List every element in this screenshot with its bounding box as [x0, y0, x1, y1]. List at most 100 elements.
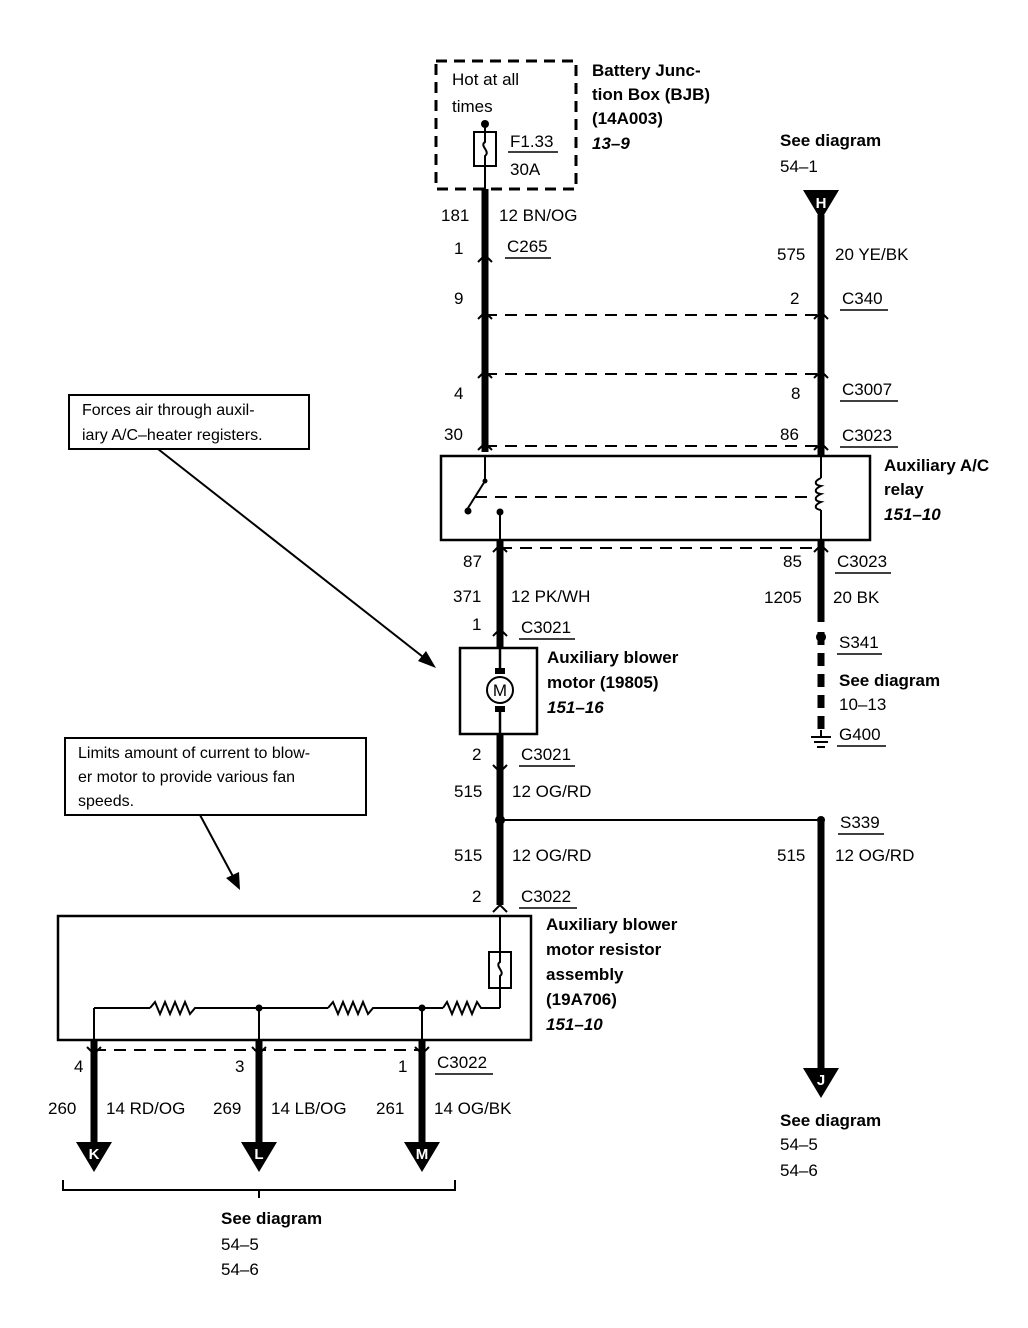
circuit-515-a: 515	[454, 782, 482, 801]
motor-symbol: M	[493, 681, 507, 700]
see-diagram-j: See diagram	[780, 1111, 881, 1130]
bjb-title-3: (14A003)	[592, 109, 663, 128]
s341-ref: 10–13	[839, 695, 886, 714]
resistor-title-4: (19A706)	[546, 990, 617, 1009]
connector-c3023-bottom: 87 85 C3023	[463, 543, 891, 574]
resistor-icon-3	[442, 999, 485, 1017]
connector-arrow-j: J	[803, 1068, 839, 1098]
ground-icon	[811, 730, 831, 748]
c3023-top-right-pin: 86	[780, 425, 799, 444]
c3021-bot-pin: 2	[472, 745, 481, 764]
see-diagram-bottom: See diagram	[221, 1209, 322, 1228]
connector-c3007: 4 8 C3007	[454, 369, 898, 403]
see-diagram-top-right-ref: 54–1	[780, 157, 818, 176]
fuse-rating: 30A	[510, 160, 541, 179]
c3021-bot-name: C3021	[521, 745, 571, 764]
relay-title-2: relay	[884, 480, 924, 499]
circuit-261: 261	[376, 1099, 404, 1118]
callout-forces-line2: iary A/C–heater registers.	[82, 427, 263, 444]
connector-c3022-top: 2 C3022	[472, 887, 577, 913]
c3007-name: C3007	[842, 380, 892, 399]
connector-c340: 9 2 C340	[454, 289, 888, 320]
circuit-515-c: 515	[777, 846, 805, 865]
bjb-times-label: times	[452, 97, 493, 116]
resistor-title-3: assembly	[546, 965, 624, 984]
bottom-wire-m: M	[404, 1040, 440, 1172]
resistor-ref: 151–10	[546, 1015, 603, 1034]
connector-c265: 1 C265	[454, 237, 551, 263]
s341-see-diagram: See diagram	[839, 671, 940, 690]
circuit-181: 181	[441, 206, 469, 225]
c3007-right-pin: 8	[791, 384, 800, 403]
callout-limits-line3: speeds.	[78, 793, 134, 810]
resistor-title-1: Auxiliary blower	[546, 915, 678, 934]
c3022-top-pin: 2	[472, 887, 481, 906]
bjb-title-2: tion Box (BJB)	[592, 85, 710, 104]
c3022-pin-1: 1	[398, 1057, 407, 1076]
splice-s339-branch	[500, 816, 825, 1072]
fuse-id: F1.33	[510, 132, 553, 151]
c340-right-pin: 2	[790, 289, 799, 308]
arrow-l-letter: L	[254, 1146, 263, 1163]
arrow-m-letter: M	[416, 1146, 429, 1163]
aux-ac-relay	[439, 454, 872, 542]
splice-s341: S341	[839, 633, 879, 652]
c3022-bot-name: C3022	[437, 1053, 487, 1072]
motor-title-2: motor (19805)	[547, 673, 658, 692]
c3021-top-pin: 1	[472, 615, 481, 634]
wire-color-515-a: 12 OG/RD	[512, 782, 591, 801]
circuit-371: 371	[453, 587, 481, 606]
arrow-k-letter: K	[89, 1146, 100, 1163]
see-diagram-bottom-ref1: 54–5	[221, 1235, 259, 1254]
arrow-h-letter: H	[816, 195, 827, 212]
c3021-top-name: C3021	[521, 618, 571, 637]
c340-left-pin: 9	[454, 289, 463, 308]
wire-color-515-c: 12 OG/RD	[835, 846, 914, 865]
bottom-bracket	[62, 1180, 456, 1198]
c3022-top-name: C3022	[521, 887, 571, 906]
relay-ref: 151–10	[884, 505, 941, 524]
wire-color-261: 14 OG/BK	[434, 1099, 512, 1118]
connector-arrow-h: H	[803, 190, 839, 220]
see-diagram-top-right: See diagram	[780, 131, 881, 150]
c3007-left-pin: 4	[454, 384, 463, 403]
arrow-j-letter: J	[817, 1072, 825, 1089]
wire-1205	[816, 540, 826, 730]
resistor-assembly	[56, 914, 533, 1042]
splice-s339: S339	[840, 813, 880, 832]
circuit-260: 260	[48, 1099, 76, 1118]
motor-ref: 151–16	[547, 698, 604, 717]
wire-color-260: 14 RD/OG	[106, 1099, 185, 1118]
wire-color-575: 20 YE/BK	[835, 245, 909, 264]
c265-pin: 1	[454, 239, 463, 258]
c3023-bot-left-pin: 87	[463, 552, 482, 571]
c3023-top-name: C3023	[842, 426, 892, 445]
wire-color-371: 12 PK/WH	[511, 587, 590, 606]
c3023-bot-right-pin: 85	[783, 552, 802, 571]
circuit-515-b: 515	[454, 846, 482, 865]
resistor-icon-1	[149, 999, 200, 1017]
wire-color-269: 14 LB/OG	[271, 1099, 347, 1118]
bottom-wire-l: L	[241, 1040, 277, 1172]
callout-forces-air: Forces air through auxil- iary A/C–heate…	[68, 394, 436, 668]
motor-icon: M	[486, 676, 514, 704]
bjb-title-1: Battery Junc-	[592, 61, 701, 80]
bjb-hot-label: Hot at all	[452, 70, 519, 89]
connector-c3023-top: 30 86 C3023	[444, 425, 898, 451]
ground-g400: G400	[839, 725, 881, 744]
wire-color-181: 12 BN/OG	[499, 206, 577, 225]
bjb-ref: 13–9	[592, 134, 630, 153]
see-diagram-bottom-ref2: 54–6	[221, 1260, 259, 1279]
see-diagram-j-ref1: 54–5	[780, 1135, 818, 1154]
c3022-pin-4: 4	[74, 1057, 83, 1076]
callout-limits-line1: Limits amount of current to blow-	[78, 745, 310, 762]
c3022-pin-3: 3	[235, 1057, 244, 1076]
circuit-269: 269	[213, 1099, 241, 1118]
resistor-title-2: motor resistor	[546, 940, 662, 959]
relay-title-1: Auxiliary A/C	[884, 456, 989, 475]
c265-name: C265	[507, 237, 548, 256]
callout-forces-line1: Forces air through auxil-	[82, 402, 255, 419]
battery-junction-box: Hot at all times F1.33 30A	[434, 59, 578, 191]
wire-color-515-b: 12 OG/RD	[512, 846, 591, 865]
